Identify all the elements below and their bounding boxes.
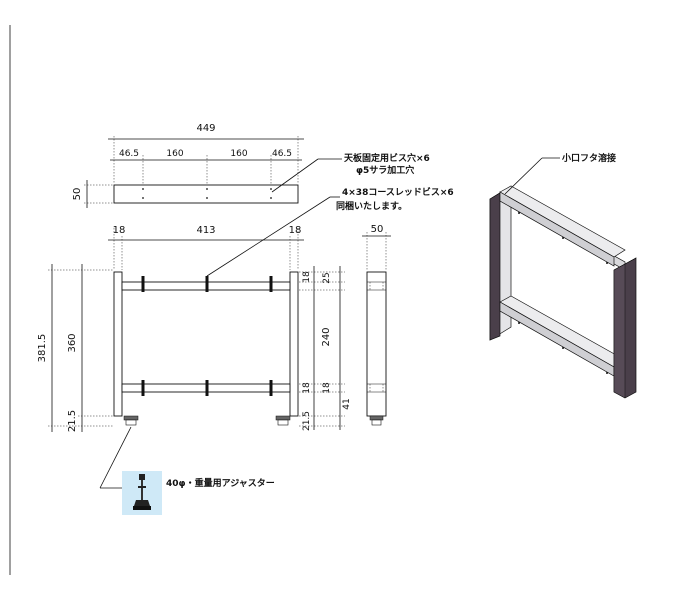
dim-top-sub-1: 46.5: [119, 149, 139, 159]
top-plate-view: 449 46.5 160 160 46.5 50: [72, 123, 304, 208]
screws-lower: [141, 380, 273, 396]
note-top-holes-line1: 天板固定用ビス穴×6: [344, 152, 430, 164]
dim-right-21-5: 21.5: [302, 411, 312, 431]
dim-top-sub-2: 160: [166, 149, 183, 159]
dim-right-41: 41: [342, 398, 352, 409]
dim-frame-inner: 413: [196, 225, 215, 236]
dim-overall-height: 381.5: [37, 334, 48, 363]
dim-right-25: 25: [322, 272, 332, 283]
front-view-frame: 18 413 18 3: [37, 225, 352, 432]
top-plate-holes: [142, 188, 272, 199]
note-welded-cap: 小口フタ溶接: [561, 152, 616, 164]
right-leg: [289, 271, 299, 417]
note-screws-line2: 同梱いたします。: [336, 200, 407, 212]
dim-top-sub-4: 46.5: [272, 149, 292, 159]
dim-right-18-upper: 18: [302, 271, 312, 283]
left-leg: [113, 271, 123, 417]
dim-frame-side-left: 18: [113, 225, 126, 236]
top-plate: [113, 184, 299, 204]
dim-top-sub-3: 160: [230, 149, 247, 159]
side-view: 50: [362, 224, 391, 426]
dim-top-total: 449: [196, 123, 215, 134]
dim-frame-side-right: 18: [289, 225, 302, 236]
dim-top-thickness: 50: [72, 188, 83, 201]
dim-right-240: 240: [321, 327, 332, 346]
dim-side-depth: 50: [371, 224, 384, 235]
adjusters-front: [123, 415, 291, 426]
isometric-frame: [489, 185, 637, 399]
note-adjuster: 40φ・重量用アジャスター: [166, 477, 275, 489]
screws-upper: [141, 276, 273, 292]
dim-right-18-lower: 18: [302, 382, 312, 394]
note-screws-line1: 4×38コースレッドビス×6: [342, 186, 454, 198]
dim-adjuster-left: 21.5: [67, 410, 78, 432]
dim-right-18-mid: 18: [322, 382, 332, 394]
dim-inner-height: 360: [67, 333, 78, 352]
side-leg: [366, 271, 387, 417]
note-top-holes-line2: φ5サラ加工穴: [356, 164, 414, 176]
adjuster-detail: 40φ・重量用アジャスター: [99, 426, 275, 515]
